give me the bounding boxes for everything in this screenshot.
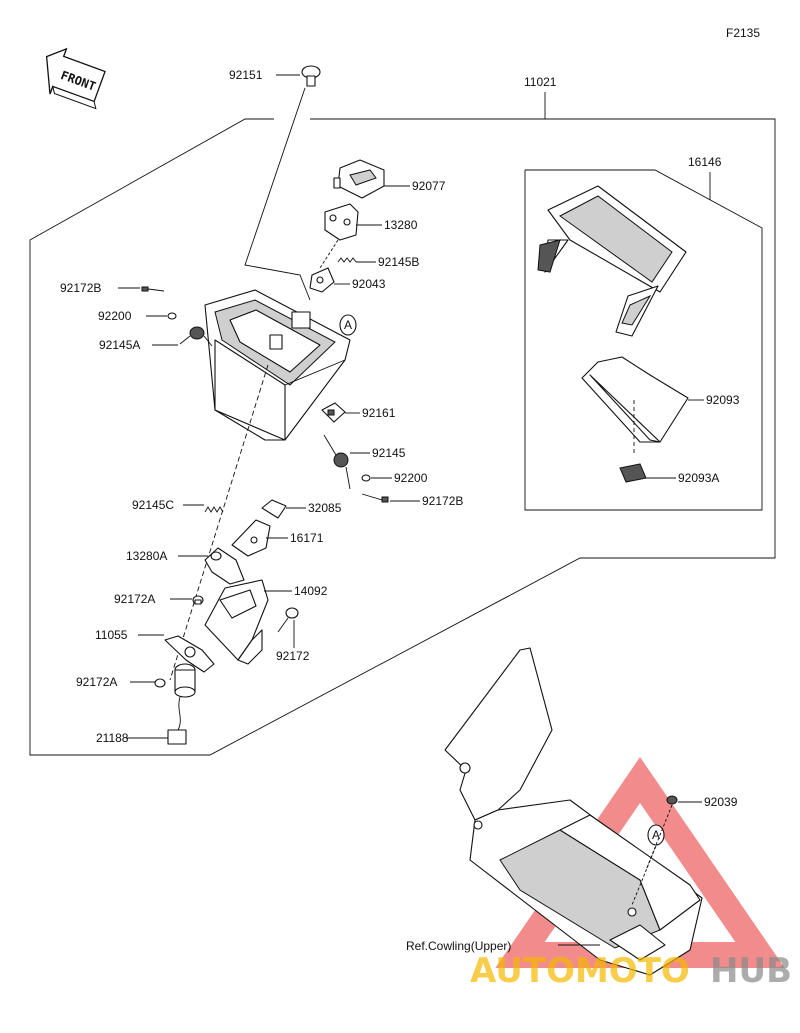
bolt-92172A-bottom xyxy=(154,678,166,688)
part-cowling-upper xyxy=(444,647,703,976)
label-92172: 92172 xyxy=(276,649,310,663)
callout-a-cowling-label: A xyxy=(652,828,660,842)
label-32085: 32085 xyxy=(308,501,342,515)
label-92093A: 92093A xyxy=(678,471,719,485)
part-16146 xyxy=(537,185,687,337)
bolt-92039 xyxy=(666,795,678,805)
spring-92145B xyxy=(337,257,357,263)
part-92093A xyxy=(619,463,647,483)
part-92077 xyxy=(333,159,385,199)
callout-a-cowling: A xyxy=(647,824,665,846)
label-92145B: 92145B xyxy=(378,255,419,269)
axis-13280 xyxy=(319,239,339,269)
washer-92200-top xyxy=(167,312,177,320)
part-13280A xyxy=(204,547,245,585)
axis-92039 xyxy=(645,804,673,871)
watermark-text-a: AUTOMOTO xyxy=(470,951,690,991)
figure-code: F2135 xyxy=(726,26,760,40)
label-16171: 16171 xyxy=(290,531,324,545)
axis-main-lower xyxy=(169,364,269,681)
callout-a-housing: A xyxy=(339,314,357,336)
watermark-text-b: HUB xyxy=(710,951,792,991)
assembly-11021-outline xyxy=(29,118,776,756)
label-13280: 13280 xyxy=(384,218,418,232)
assembly-16146-outline xyxy=(524,169,763,511)
axis-callout-a xyxy=(631,845,657,906)
label-92172B-top: 92172B xyxy=(60,281,101,295)
label-21188: 21188 xyxy=(96,731,129,745)
front-arrow-icon: FRONT xyxy=(45,47,106,110)
label-92172A-bottom: 92172A xyxy=(76,675,117,689)
part-14092 xyxy=(204,579,269,665)
part-16171 xyxy=(231,519,271,557)
part-13280 xyxy=(324,203,359,241)
label-92172B-bottom: 92172B xyxy=(422,494,463,508)
label-13280A: 13280A xyxy=(126,549,167,563)
label-92145: 92145 xyxy=(372,446,406,460)
watermark-text: AUTOMOTO HUB xyxy=(470,951,792,991)
label-92172A-top: 92172A xyxy=(114,592,155,606)
spring-92145A xyxy=(179,326,213,347)
callout-a-housing-label: A xyxy=(344,318,352,332)
label-92145A: 92145A xyxy=(99,338,140,352)
bolt-92172A-top xyxy=(192,595,204,605)
label-92093: 92093 xyxy=(706,393,740,407)
label-92039: 92039 xyxy=(704,795,738,809)
bolt-92172 xyxy=(277,607,299,633)
screw-92172B-top xyxy=(141,286,165,292)
part-32085 xyxy=(261,499,287,519)
part-92093 xyxy=(581,356,689,443)
washer-92200-bottom xyxy=(361,474,371,482)
label-16146: 16146 xyxy=(688,155,722,169)
label-11055: 11055 xyxy=(95,628,128,642)
label-92151: 92151 xyxy=(229,68,263,82)
part-21188 xyxy=(167,663,196,745)
label-92145C: 92145C xyxy=(132,498,174,512)
part-11055 xyxy=(164,635,215,673)
label-14092: 14092 xyxy=(294,584,328,598)
label-92043: 92043 xyxy=(352,277,386,291)
label-92077: 92077 xyxy=(412,179,446,193)
label-11021: 11021 xyxy=(524,75,557,89)
spring-92145C xyxy=(204,506,224,513)
label-ref-cowling: Ref.Cowling(Upper) xyxy=(406,939,511,953)
screw-92172B-bottom xyxy=(361,493,389,503)
part-92161 xyxy=(321,402,346,423)
bolt-92151 xyxy=(301,65,321,87)
label-92200-bottom: 92200 xyxy=(394,471,428,485)
label-92161: 92161 xyxy=(362,406,396,420)
part-92043 xyxy=(309,267,335,293)
axis-92151 xyxy=(244,87,311,301)
part-housing-11021 xyxy=(204,289,351,441)
spring-92145 xyxy=(323,434,351,490)
label-92200-top: 92200 xyxy=(98,309,132,323)
